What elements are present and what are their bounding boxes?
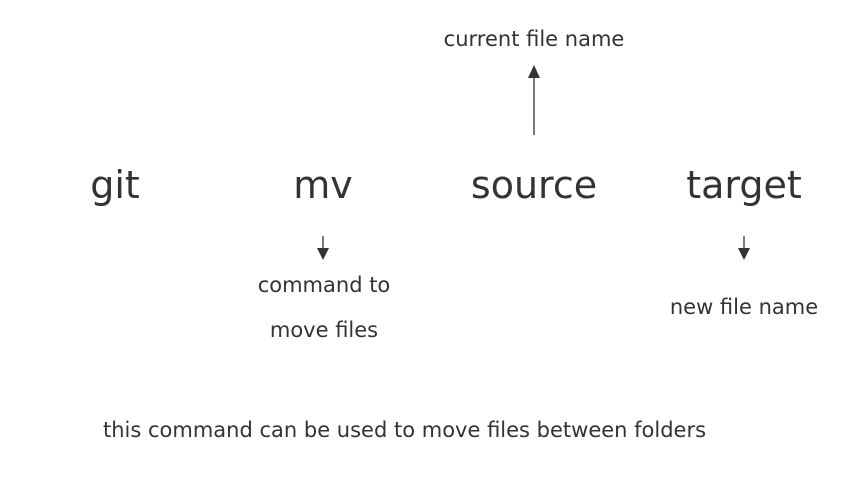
arrow-down-icon: [317, 236, 329, 260]
arrow-up-icon: [528, 65, 540, 135]
arrow-down-icon: [738, 236, 750, 260]
command-word-git: git: [90, 163, 140, 207]
footer-caption: this command can be used to move files b…: [103, 418, 707, 442]
mv-annotation-line1: command to: [257, 273, 391, 297]
command-word-source: source: [470, 163, 598, 207]
mv-annotation-line2: move files: [269, 318, 379, 342]
command-word-mv: mv: [293, 163, 353, 207]
command-word-target: target: [686, 163, 802, 207]
source-annotation: current file name: [443, 27, 625, 51]
target-annotation: new file name: [669, 295, 819, 319]
